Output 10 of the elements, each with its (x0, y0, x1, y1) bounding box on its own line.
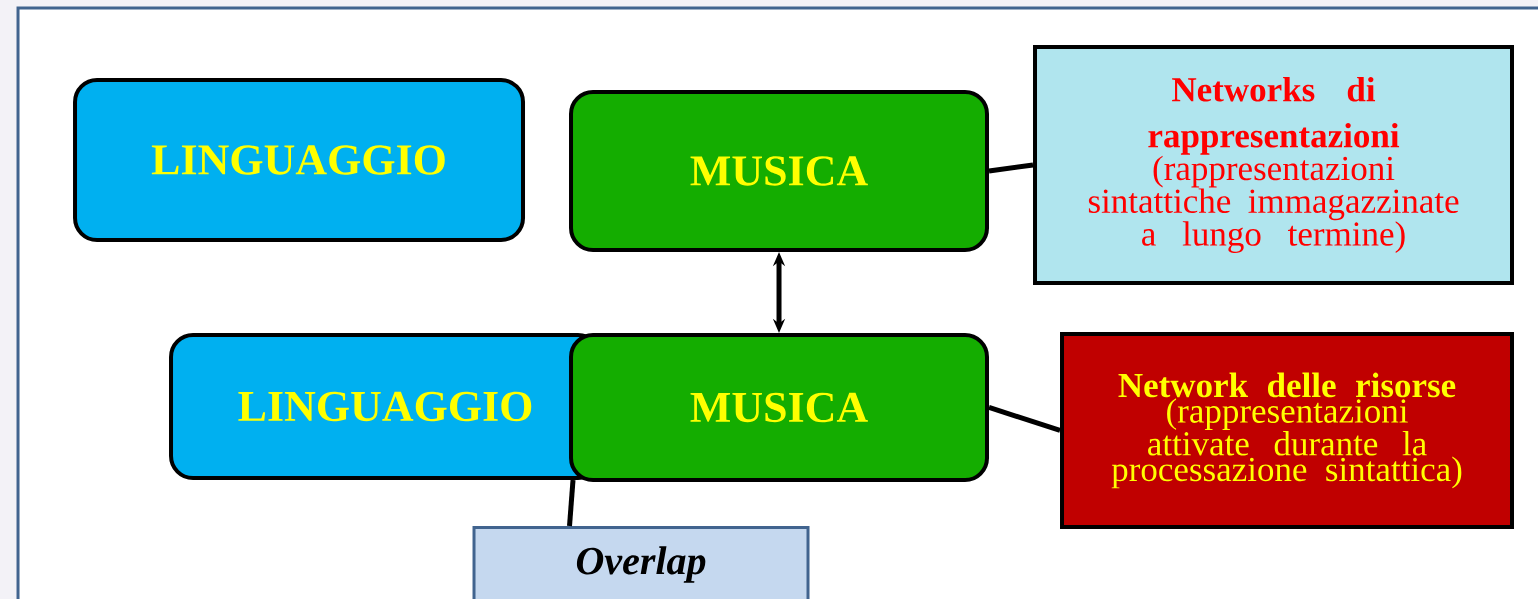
rounded-box: MUSICA (569, 90, 989, 252)
text-box: Networks di rappresentazioni (rappresentazioni sintattiche immagazzinate a lungo termine) (1033, 45, 1514, 285)
rounded-box: MUSICA (569, 333, 989, 482)
label-box: Overlap (472, 526, 810, 599)
rounded-box: LINGUAGGIO (169, 333, 602, 480)
connector (567, 479, 576, 527)
rounded-box: LINGUAGGIO (73, 78, 525, 242)
connector (988, 162, 1034, 174)
connector (988, 405, 1061, 433)
text-box: Network delle risorse (rappresentazioni attivate durante la processazione sintattica) (1060, 332, 1514, 529)
